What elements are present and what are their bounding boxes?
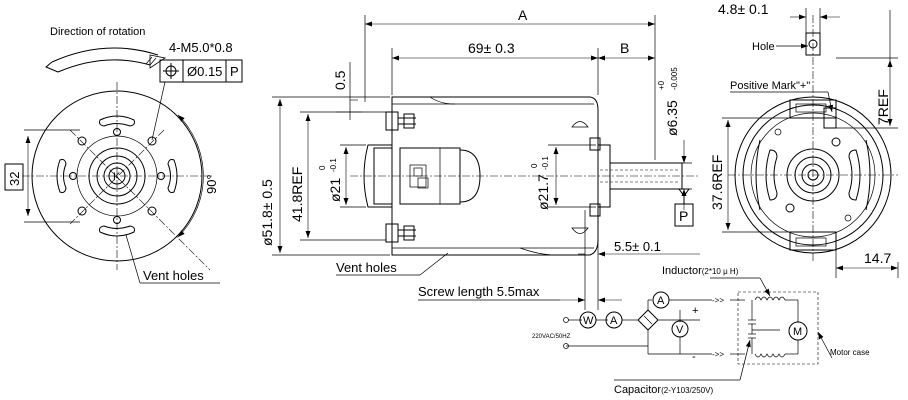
dim-14-7: 14.7 — [864, 250, 891, 266]
dim-41-8: 41.8REF — [289, 167, 305, 222]
tolerance-value: Ø0.15 — [187, 64, 222, 79]
dim-21-7-tol-upper: 0 — [530, 163, 539, 168]
connector-top: ->> — [712, 296, 724, 305]
dim-37-6: 37.6REF — [709, 155, 725, 210]
thread-label: 4-M5.0*0.8 — [169, 40, 233, 55]
datum-p: P — [679, 208, 688, 224]
dim-21-tol-upper: 0 — [318, 165, 327, 170]
dim-shaft-tol-upper: +0 — [657, 80, 666, 90]
tolerance-datum: P — [230, 64, 239, 79]
dim-7ref: 7REF — [875, 89, 891, 125]
meter-w-label: W — [583, 315, 594, 327]
test-circuit: 220VAC/50HZ W A A V + - ->> ->> — [532, 265, 870, 396]
dim-21-tol-lower: -0.1 — [329, 158, 338, 172]
dim-69: 69± 0.3 — [468, 40, 515, 56]
motor-case-label: Motor case — [830, 348, 870, 357]
dim-32: 32 — [7, 172, 22, 186]
dim-4-8: 4.8± 0.1 — [718, 1, 769, 17]
meter-a2-label: A — [657, 295, 665, 307]
positive-label: Positive Mark"+" — [730, 80, 810, 92]
capacitor-name: Capacitor — [614, 384, 661, 396]
side-vent-label: Vent holes — [336, 260, 397, 275]
front-vent-label: Vent holes — [143, 268, 204, 283]
rotation-label: Direction of rotation — [50, 26, 145, 38]
screw-label: Screw length 5.5max — [418, 284, 540, 299]
inductor-name: Inductor — [662, 265, 702, 277]
dim-a: A — [518, 7, 528, 23]
side-view: A 69± 0.3 B 0.5 ø51.8± 0.5 41.8REF ø21 0… — [259, 7, 700, 310]
dim-21-7-tol-lower: -0.1 — [541, 156, 550, 170]
plus-sign: + — [692, 305, 698, 317]
front-view: Direction of rotation 4-M5.0*0.8 Ø0.15 P… — [4, 26, 243, 284]
minus-sign: - — [692, 351, 696, 363]
position-tolerance-icon — [163, 63, 179, 79]
rear-view: 4.8± 0.1 Hole Positive Mark"+" 7REF 37.6… — [709, 1, 899, 278]
dim-shaft-tol-lower: -0.005 — [670, 67, 679, 90]
angle-label: 90° — [204, 174, 219, 194]
dim-body-dia: ø51.8± 0.5 — [259, 179, 275, 246]
inductor-spec: (2*10 μ H) — [702, 267, 739, 276]
hole-label: Hole — [752, 41, 775, 53]
dim-5-5: 5.5± 0.1 — [614, 239, 661, 254]
capacitor-spec: (2-Y103/250V) — [661, 386, 713, 395]
supply-label: 220VAC/50HZ — [532, 334, 571, 340]
rotation-arrow-icon — [45, 47, 167, 73]
dim-b: B — [620, 40, 629, 56]
inductor-label: Inductor(2*10 μ H) — [662, 265, 739, 277]
meter-v-label: V — [676, 324, 684, 336]
tolerance-frame: Ø0.15 P — [159, 59, 243, 83]
dim-0-5: 0.5 — [332, 70, 348, 90]
connector-bot: ->> — [712, 350, 724, 359]
capacitor-label: Capacitor(2-Y103/250V) — [614, 384, 713, 396]
dim-21: ø21 — [327, 178, 343, 202]
dim-21-7: ø21.7 — [535, 174, 551, 210]
meter-a1-label: A — [610, 315, 618, 327]
dim-shaft: ø6.35 — [664, 100, 680, 136]
motor-m-label: M — [793, 326, 802, 338]
